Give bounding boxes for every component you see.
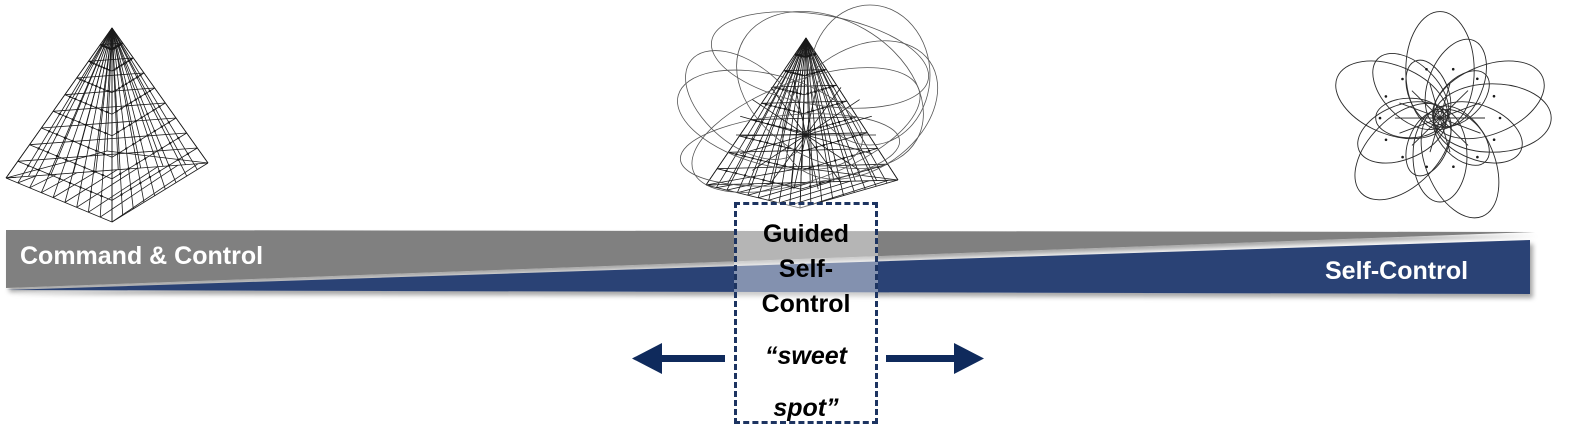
pyramid-with-loops-icon (677, 4, 939, 209)
self-text: Self- (778, 255, 834, 283)
guided-text: Guided (762, 220, 850, 248)
self-control-wedge (6, 240, 1530, 294)
right-arrow-icon (886, 343, 984, 374)
pyramid-hierarchy-icon (5, 27, 209, 223)
sweet-text: “sweet (765, 342, 847, 370)
spot-text: spot” (773, 394, 839, 422)
left-arrow-icon (632, 343, 725, 374)
command-control-wedge (6, 230, 1535, 288)
command-control-label: Command & Control (20, 242, 264, 270)
self-control-label: Self-Control (1325, 257, 1469, 285)
loops-network-icon (1335, 11, 1552, 219)
control-text: Control (761, 290, 851, 318)
sweet-spot-box: Guided Self- Control “sweet spot” (734, 202, 878, 424)
